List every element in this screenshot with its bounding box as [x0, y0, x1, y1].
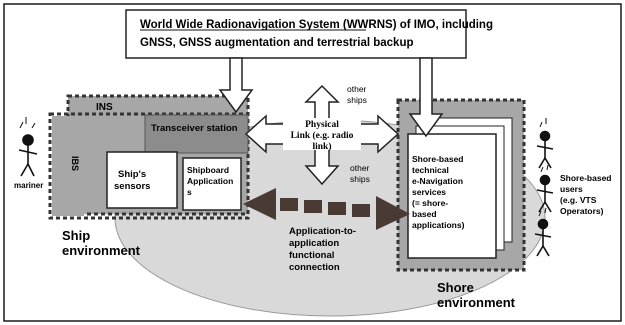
physical-link-label-bg	[283, 118, 361, 150]
mariner-figure	[18, 117, 38, 177]
app-arrow-dash-3	[328, 202, 346, 215]
shipboard-applications-box	[182, 157, 242, 211]
services-line-7: applications)	[412, 220, 465, 230]
ship-environment-line-2: environment	[62, 243, 141, 258]
wwrns-box	[125, 9, 467, 59]
wwrns-line-1: World Wide Radionavigation System (WWRNS…	[140, 19, 493, 31]
shore-services-box	[407, 133, 497, 259]
other-ships-top-1: other	[347, 84, 367, 94]
applications-line-1: Shipboard	[187, 165, 229, 175]
applications-line-3: s	[187, 187, 192, 197]
mariner-label: mariner	[14, 181, 43, 190]
transceiver-label: Transceiver station	[151, 123, 238, 134]
app-arrow-head-right	[376, 196, 410, 230]
app-arrow-head-left	[243, 188, 276, 220]
ship-ibs-region	[48, 112, 250, 220]
physical-link-line-2: Link (e.g. radio	[291, 130, 354, 141]
app-connection-line-2: application	[289, 238, 339, 249]
transceiver-station	[144, 114, 249, 154]
users-line-2: users	[560, 184, 583, 194]
services-line-6: based	[412, 209, 437, 219]
users-line-3: (e.g. VTS	[560, 195, 597, 205]
services-line-2: technical	[412, 165, 449, 175]
app-arrow-dash-4	[352, 204, 370, 217]
app-connection-line-3: functional	[289, 250, 334, 261]
applications-line-2: Application	[187, 176, 233, 186]
ins-label: INS	[96, 102, 113, 113]
shore-environment-line-2: environment	[437, 295, 516, 310]
physical-link-line-1: Physical	[305, 120, 339, 130]
ibs-fill	[52, 116, 84, 216]
physical-link-line-3: link)	[312, 141, 331, 152]
app-arrow-dash-2	[304, 200, 322, 213]
services-line-1: Shore-based	[412, 154, 464, 164]
users-line-4: Operators)	[560, 206, 604, 216]
ibs-label: IBS	[70, 156, 80, 171]
other-ships-bottom-2: ships	[350, 174, 370, 184]
app-connection-line-4: connection	[289, 262, 340, 273]
shore-user-figure-2	[536, 164, 554, 213]
services-line-4: services	[412, 187, 446, 197]
services-line-5: (= shore-	[412, 198, 448, 208]
other-ships-bottom-1: other	[350, 163, 370, 173]
shore-environment-line-1: Shore	[437, 280, 474, 295]
sensors-line-2: sensors	[114, 181, 150, 192]
wwrns-line-2: GNSS, GNSS augmentation and terrestrial …	[140, 37, 414, 49]
services-line-3: e-Navigation	[412, 176, 463, 186]
other-ships-top-2: ships	[347, 95, 367, 105]
app-connection-line-1: Application-to-	[289, 226, 356, 237]
wwrns-to-ship-arrow	[218, 57, 254, 114]
ship-environment-line-1: Ship	[62, 228, 90, 243]
shore-user-figure-1	[536, 118, 554, 169]
app-arrow-dash-1	[280, 198, 298, 211]
ships-sensors-box	[106, 151, 178, 209]
shore-user-figure-3	[534, 207, 552, 257]
users-line-1: Shore-based	[560, 173, 612, 183]
wwrns-to-shore-arrow	[408, 57, 444, 138]
sensors-line-1: Ship's	[118, 169, 146, 180]
